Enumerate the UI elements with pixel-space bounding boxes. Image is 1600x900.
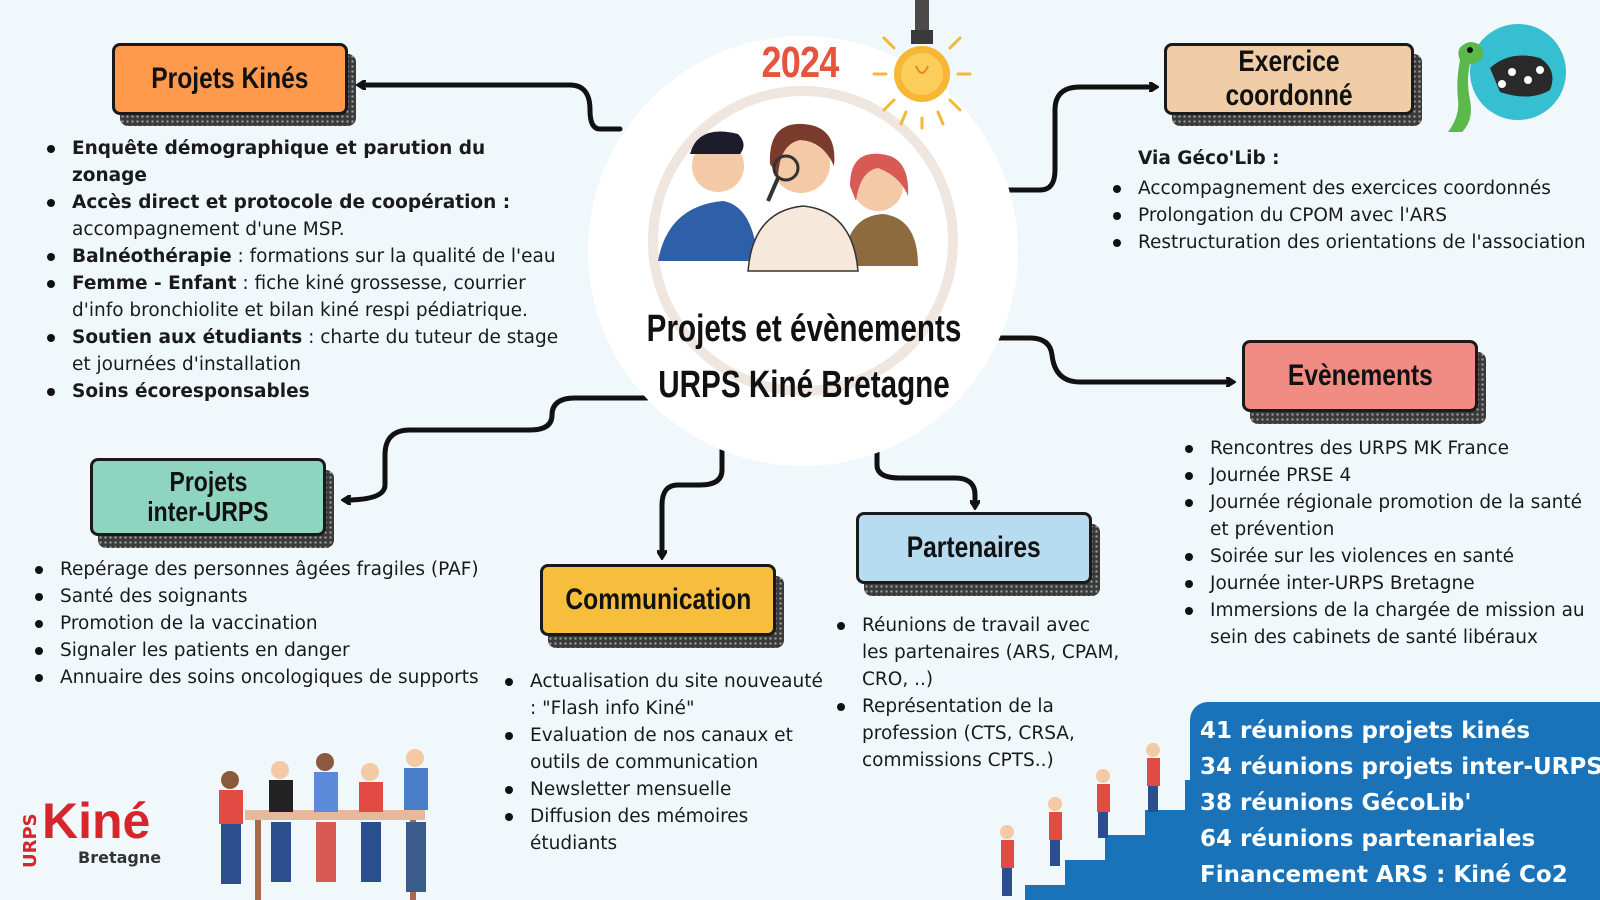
center-circle <box>588 36 1018 466</box>
tag-inter-urps-line1: Projets <box>169 466 247 497</box>
people-illustration <box>648 86 958 396</box>
center-subtitle: URPS Kiné Bretagne <box>658 364 950 406</box>
stat-line: 34 réunions projets inter-URPS <box>1200 754 1600 780</box>
list-item: Accès direct et protocole de coopération… <box>40 189 560 243</box>
logo-kine-text: Kiné <box>42 793 151 849</box>
tag-exercice-coordonne: Exercice coordonné <box>1164 43 1414 115</box>
list-item: Immersions de la chargée de mission au s… <box>1178 597 1588 651</box>
list-item: Promotion de la vaccination <box>28 610 518 637</box>
gecolib-logo-icon <box>1448 24 1566 132</box>
tag-projets-kines: Projets Kinés <box>112 43 348 115</box>
list-item: Diffusion des mémoires étudiants <box>498 803 828 857</box>
list-item: Réunions de travail avec les partenaires… <box>830 612 1120 693</box>
projets-kines-list: Enquête démographique et parution du zon… <box>40 135 560 405</box>
arrow-to-evenements <box>993 335 1232 382</box>
list-item: Représentation de la profession (CTS, CR… <box>830 693 1120 774</box>
stairs-people-illustration <box>985 743 1200 900</box>
tag-communication: Communication <box>540 564 776 636</box>
via-gecolib-label: Via Géco'Lib : <box>1138 148 1280 169</box>
center-title: Projets et évènements <box>646 308 962 350</box>
tag-projets-kines-label: Projets Kinés <box>151 62 309 95</box>
list-item: Journée régionale promotion de la santé … <box>1178 489 1588 543</box>
list-item: Santé des soignants <box>28 583 518 610</box>
list-item: Soutien aux étudiants : charte du tuteur… <box>40 324 560 378</box>
tag-projets-inter-urps: Projets inter-URPS <box>90 458 326 536</box>
tag-exercice-label: Exercice coordonné <box>1225 45 1353 112</box>
evenements-list: Rencontres des URPS MK France Journée PR… <box>1178 435 1588 651</box>
year-label: 2024 <box>761 38 839 87</box>
list-item: Soirée sur les violences en santé <box>1178 543 1588 570</box>
arrow-to-projets-kines <box>360 85 623 132</box>
partenaires-list: Réunions de travail avec les partenaires… <box>830 612 1120 774</box>
list-item: Soins écoresponsables <box>40 378 560 405</box>
list-item: Journée PRSE 4 <box>1178 462 1588 489</box>
tag-inter-urps-line2: inter-URPS <box>147 496 269 527</box>
stat-line: Financement ARS : Kiné Co2 <box>1200 862 1568 888</box>
inter-urps-list: Repérage des personnes âgées fragiles (P… <box>28 556 518 691</box>
stats-panel <box>1190 702 1600 900</box>
tag-evenements-label: Evènements <box>1287 359 1433 392</box>
stat-line: 64 réunions partenariales <box>1200 826 1536 852</box>
list-item: Enquête démographique et parution du zon… <box>40 135 560 189</box>
arrow-to-inter-urps <box>345 395 650 500</box>
exercice-list: Accompagnement des exercices coordonnés … <box>1106 175 1600 256</box>
list-item: Actualisation du site nouveauté : "Flash… <box>498 668 828 722</box>
list-item: Repérage des personnes âgées fragiles (P… <box>28 556 518 583</box>
tag-partenaires-label: Partenaires <box>906 531 1042 564</box>
logo-region-text: Bretagne <box>78 848 162 867</box>
tag-communication-label: Communication <box>565 583 751 616</box>
list-item: Journée inter-URPS Bretagne <box>1178 570 1588 597</box>
list-item: Annuaire des soins oncologiques de suppo… <box>28 664 518 691</box>
arrow-to-exercice <box>1005 87 1155 193</box>
list-item: Accompagnement des exercices coordonnés <box>1106 175 1600 202</box>
stat-line: 41 réunions projets kinés <box>1200 718 1531 744</box>
list-item: Femme - Enfant : fiche kiné grossesse, c… <box>40 270 560 324</box>
list-item: Signaler les patients en danger <box>28 637 518 664</box>
tag-partenaires: Partenaires <box>856 512 1092 584</box>
lightbulb-icon <box>872 0 972 130</box>
list-item: Restructuration des orientations de l'as… <box>1106 229 1600 256</box>
arrow-to-communication <box>662 445 725 556</box>
stat-line: 38 réunions GécoLib' <box>1200 790 1472 816</box>
list-item: Rencontres des URPS MK France <box>1178 435 1588 462</box>
team-illustration <box>219 749 428 900</box>
list-item: Balnéothérapie : formations sur la quali… <box>40 243 560 270</box>
tag-evenements: Evènements <box>1242 340 1478 412</box>
list-item: Prolongation du CPOM avec l'ARS <box>1106 202 1600 229</box>
list-item: Newsletter mensuelle <box>498 776 828 803</box>
arrow-to-partenaires <box>874 445 975 506</box>
communication-list: Actualisation du site nouveauté : "Flash… <box>498 668 828 857</box>
list-item: Evaluation de nos canaux et outils de co… <box>498 722 828 776</box>
